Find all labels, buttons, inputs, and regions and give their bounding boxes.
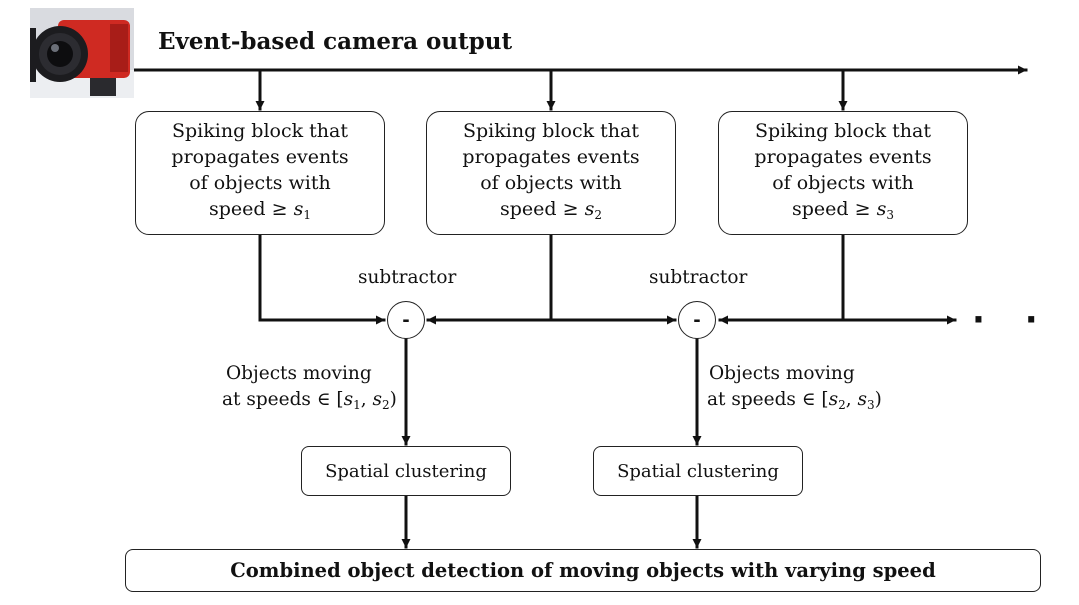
block-1-to-subtractor-1-arrow <box>258 233 386 325</box>
spiking-block-line-3: of objects with <box>772 172 914 194</box>
speed-range-1-label: Objects moving at speeds ∈ [s1, s2) <box>222 361 397 418</box>
geq-symbol: ≥ <box>562 198 579 220</box>
event-camera-photo <box>30 8 134 98</box>
subtractor-2-node: - <box>678 301 716 339</box>
element-of-symbol: ∈ <box>801 389 816 410</box>
spiking-block-3: Spiking block that propagates events of … <box>718 111 968 235</box>
spatial-clustering-2: Spatial clustering <box>593 446 803 496</box>
range-line-1: Objects moving <box>709 363 855 384</box>
speed-variable: s <box>293 198 304 220</box>
speed-index: 3 <box>886 208 894 222</box>
speed-variable: s <box>876 198 887 220</box>
spiking-block-line-3: of objects with <box>189 172 331 194</box>
range-line-2: at speeds ∈ [s1, s2) <box>222 389 397 412</box>
speed-threshold: speed ≥ s2 <box>462 196 639 228</box>
subtractor-2-label: subtractor <box>649 267 748 288</box>
spiking-block-line-2: propagates events <box>462 146 640 168</box>
spiking-block-line-1: Spiking block that <box>172 120 348 142</box>
spiking-block-line-3: of objects with <box>480 172 622 194</box>
subtractor-1-node: - <box>387 301 425 339</box>
spatial-clustering-1: Spatial clustering <box>301 446 511 496</box>
range-high-index: 3 <box>867 398 875 412</box>
diagram-title: Event-based camera output <box>158 28 513 55</box>
spiking-block-1: Spiking block that propagates events of … <box>135 111 385 235</box>
spiking-block-line-2: propagates events <box>754 146 932 168</box>
range-low-index: 1 <box>353 398 361 412</box>
speed-index: 2 <box>594 208 602 222</box>
subtractor-1-label: subtractor <box>358 267 457 288</box>
spiking-block-line-2: propagates events <box>171 146 349 168</box>
spiking-block-line-1: Spiking block that <box>755 120 931 142</box>
continuation-ellipsis: · · · <box>972 300 1079 340</box>
range-line-1: Objects moving <box>226 363 372 384</box>
range-prefix: at speeds <box>707 389 796 410</box>
speed-word: speed <box>792 198 849 220</box>
spiking-block-line-1: Spiking block that <box>463 120 639 142</box>
range-high-index: 2 <box>382 398 390 412</box>
speed-threshold: speed ≥ s1 <box>171 196 348 228</box>
geq-symbol: ≥ <box>854 198 871 220</box>
speed-word: speed <box>209 198 266 220</box>
speed-word: speed <box>500 198 557 220</box>
range-low-index: 2 <box>838 398 846 412</box>
spiking-block-2: Spiking block that propagates events of … <box>426 111 676 235</box>
speed-index: 1 <box>303 208 311 222</box>
element-of-symbol: ∈ <box>316 389 331 410</box>
speed-range-2-label: Objects moving at speeds ∈ [s2, s3) <box>707 361 882 418</box>
speed-threshold: speed ≥ s3 <box>754 196 931 228</box>
range-prefix: at speeds <box>222 389 311 410</box>
range-line-2: at speeds ∈ [s2, s3) <box>707 389 882 412</box>
geq-symbol: ≥ <box>271 198 288 220</box>
speed-variable: s <box>584 198 595 220</box>
combined-detection-box: Combined object detection of moving obje… <box>125 549 1041 592</box>
